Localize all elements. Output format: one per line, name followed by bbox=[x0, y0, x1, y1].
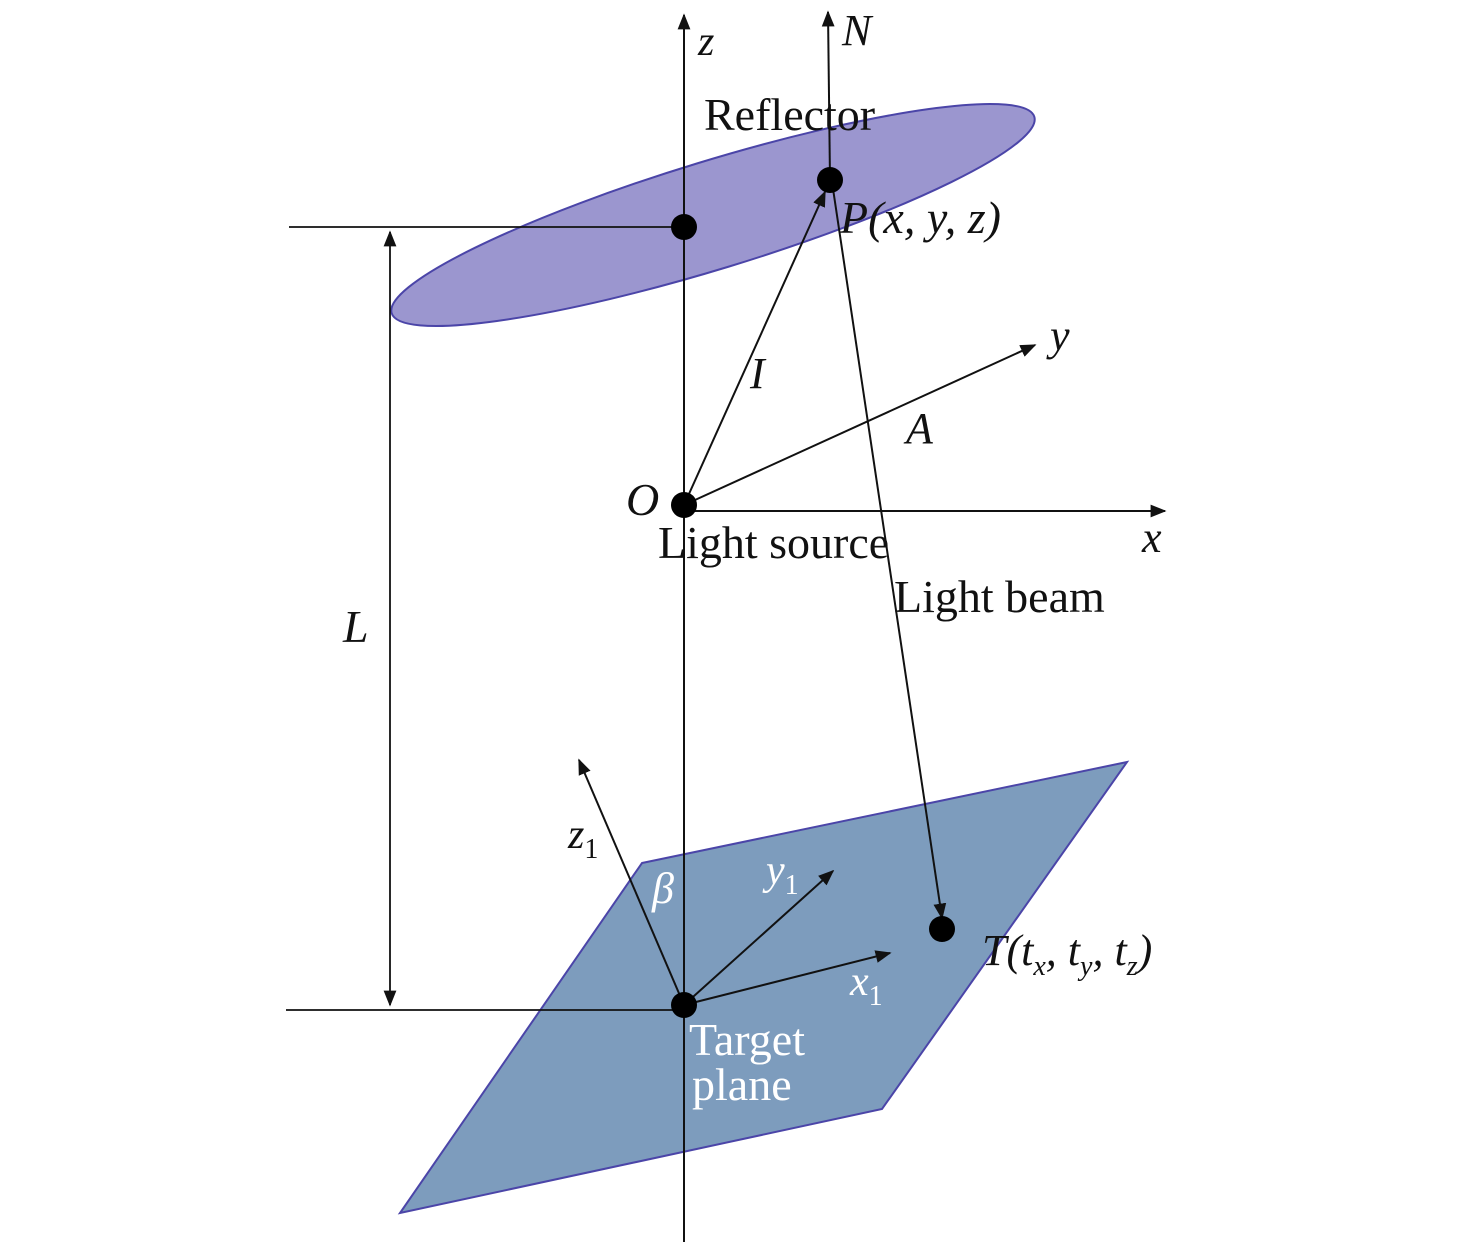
reflector-center-point bbox=[671, 214, 697, 240]
target-plane bbox=[397, 760, 1130, 1215]
z1-axis-line bbox=[578, 758, 685, 1006]
vector-a-label: A bbox=[903, 404, 934, 453]
beta-angle-label: β bbox=[651, 864, 674, 913]
light-beam-line bbox=[831, 181, 947, 920]
point-p-dot bbox=[817, 167, 843, 193]
incident-i-label: I bbox=[749, 349, 767, 398]
x1-axis-label: x1 bbox=[849, 959, 883, 1012]
origin-label: O bbox=[626, 474, 659, 525]
light-source-label: Light source bbox=[658, 517, 889, 568]
normal-n-line bbox=[821, 10, 835, 181]
target-plane-label-line2: plane bbox=[692, 1059, 792, 1110]
reflector-label: Reflector bbox=[704, 89, 875, 140]
origin-dot bbox=[671, 492, 697, 518]
distance-l-label: L bbox=[342, 601, 369, 652]
incident-vector-i bbox=[683, 190, 826, 506]
z-axis-label: z bbox=[697, 19, 714, 65]
x1-axis-line bbox=[683, 950, 892, 1006]
y1-axis-line bbox=[683, 869, 835, 1006]
point-p-label: P(x, y, z) bbox=[839, 192, 1001, 243]
n-axis-label: N bbox=[841, 6, 874, 55]
target-plane-label-line1: Target bbox=[689, 1014, 805, 1065]
point-t-dot bbox=[929, 916, 955, 942]
target-origin-dot bbox=[671, 992, 697, 1018]
y1-axis-label: y1 bbox=[762, 848, 799, 901]
x-axis-label: x bbox=[1141, 513, 1162, 562]
z1-axis-label: z1 bbox=[567, 812, 598, 865]
y-axis-label: y bbox=[1046, 311, 1070, 360]
light-beam-label: Light beam bbox=[894, 571, 1105, 622]
point-t-label: T(tx, ty, tz) bbox=[982, 926, 1152, 982]
y-axis-line bbox=[683, 344, 1037, 506]
